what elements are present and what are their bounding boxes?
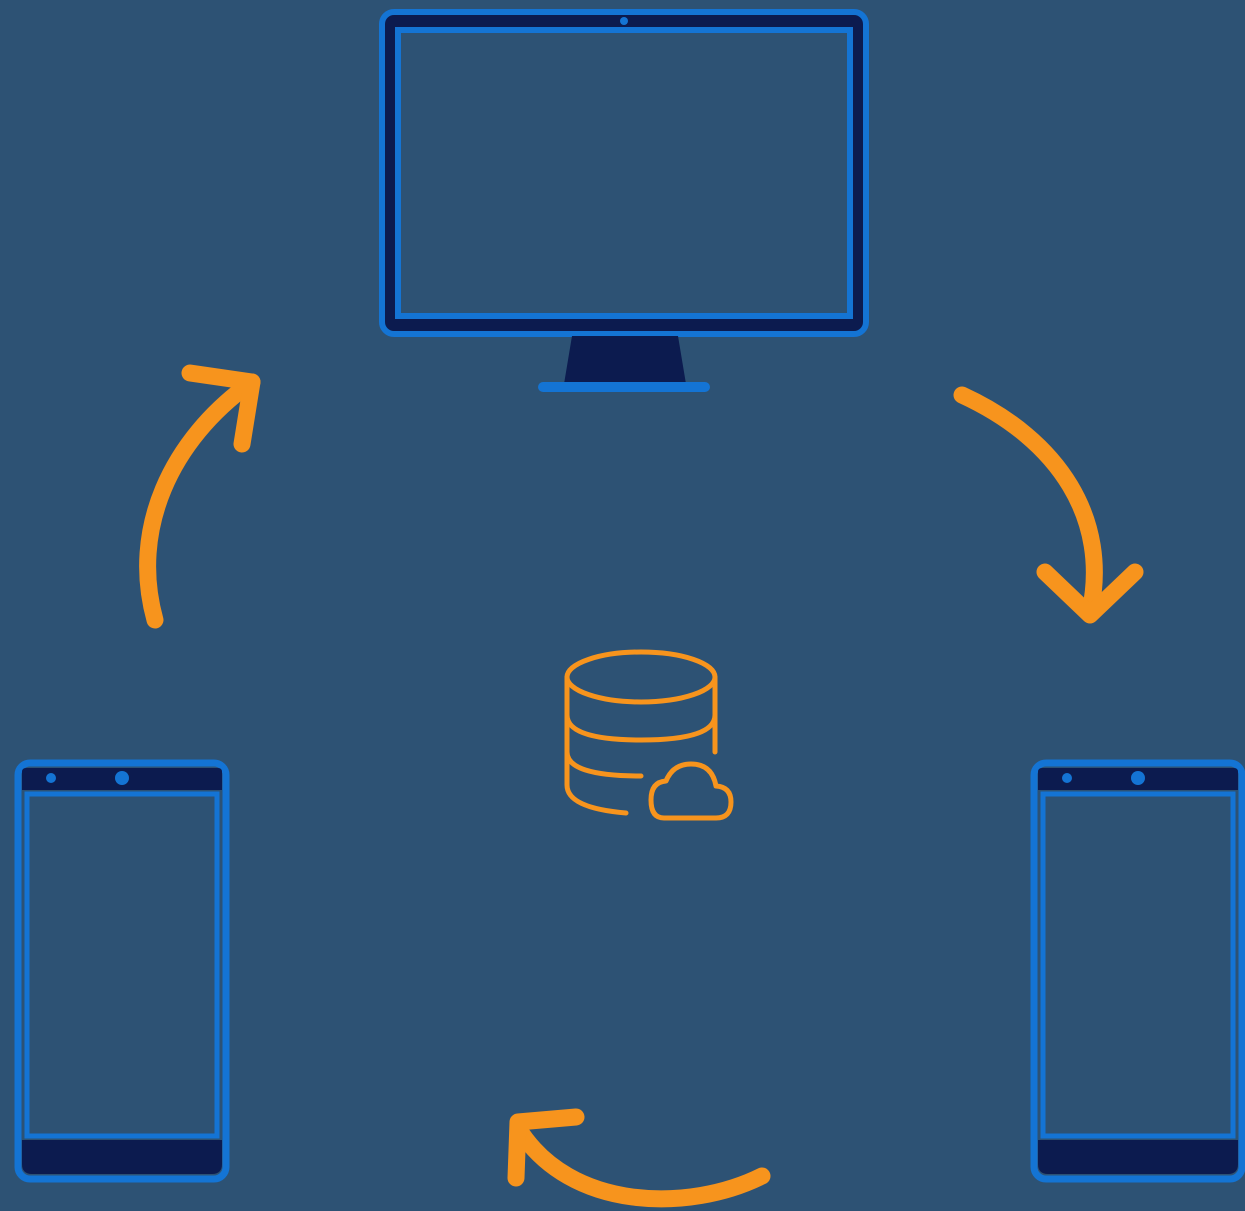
right-phone-bottom-bezel (1038, 1140, 1238, 1174)
monitor-screen (395, 27, 853, 319)
left-phone-sensor (46, 773, 56, 783)
arrow-monitor-to-right (953, 386, 1144, 624)
arrow-head (1036, 563, 1144, 624)
right-phone-screen (1040, 791, 1236, 1139)
database-side (564, 674, 629, 816)
database-band (564, 712, 718, 743)
arrow-left-to-monitor (139, 364, 261, 629)
monitor-camera (620, 17, 628, 25)
right-phone-camera (1131, 771, 1145, 785)
monitor-icon (379, 9, 869, 392)
arrow-curve (953, 386, 1103, 621)
monitor-base (538, 382, 710, 392)
arrow-head (181, 364, 261, 453)
monitor-stand (564, 336, 686, 384)
arrow-head (507, 1108, 585, 1187)
arrow-right-to-left (507, 1108, 771, 1208)
database-band (564, 749, 644, 779)
left-phone-camera (115, 771, 129, 785)
database-cloud-icon (564, 649, 734, 821)
left-phone-screen (24, 791, 220, 1139)
left-phone-bottom-bezel (22, 1140, 222, 1174)
cloud-icon (648, 761, 734, 821)
smartphone-icon (14, 759, 230, 1183)
smartphone-icon (1030, 759, 1245, 1183)
arrow-curve (139, 373, 261, 629)
arrow-curve (509, 1119, 771, 1208)
right-phone-sensor (1062, 773, 1072, 783)
